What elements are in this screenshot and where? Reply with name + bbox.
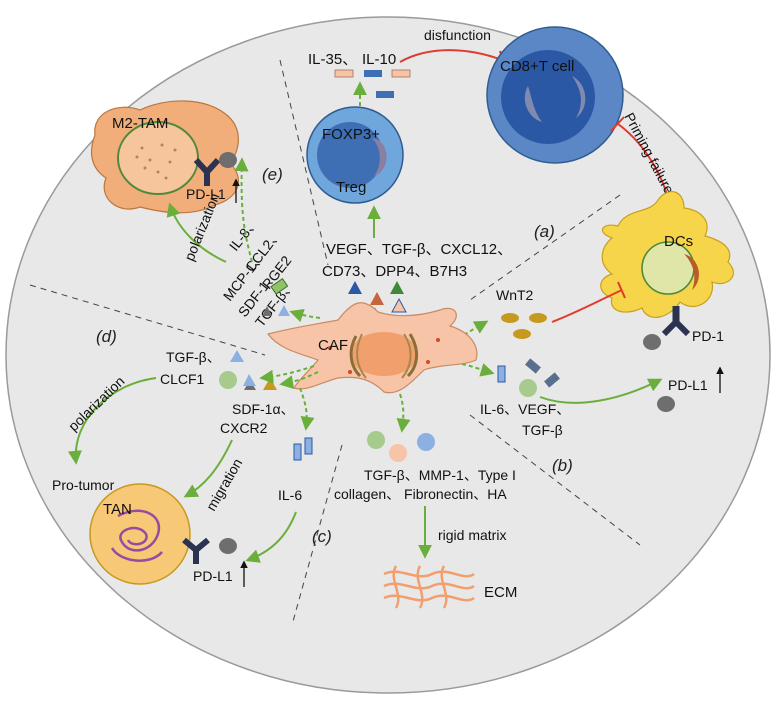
caf-to-il6-arrow [299,387,315,431]
triangle-gold-c [263,378,277,390]
section-d-label: (d) [96,327,117,346]
section-dividers [29,59,641,626]
d-green-circle [219,371,237,389]
polarization-d-arrow [67,377,157,465]
dysfunction-label: disfunction [424,27,491,43]
pd1-label: PD-1 [692,328,724,344]
tan-cell [89,483,191,585]
il35-label: IL-35、 [308,51,357,68]
caf-to-tam-arrow [234,157,253,263]
il6-bar-1 [293,443,302,461]
b-slate-marker-2 [544,372,560,388]
treg-foxp3-label: FOXP3+ [322,126,380,143]
ecm-blue-circle [417,433,435,451]
dendritic-cell [600,191,734,318]
b-bar-marker [497,365,506,383]
triangle-orange-a [370,292,384,305]
ecm-factors-line2: collagen、 Fibronectin、HA [334,486,507,502]
triangle-blue-d1 [230,350,244,362]
treg-cell [306,106,404,204]
factors-c-line2: CXCR2 [220,420,268,436]
dc-pd1-receptor [643,306,691,412]
triangle-peach-a [391,297,407,313]
ecm-peach-circle [389,444,407,462]
tan-pd-l1-label: PD-L1 [193,568,233,584]
triangle-grey-e [262,306,272,316]
tam-pd-l1-receptor [193,152,237,186]
b-to-dc-arrow [539,378,663,404]
b-green-circle [519,379,537,397]
caf-label: CAF [318,337,348,354]
factors-a-line2: CD73、DPP4、B7H3 [322,263,467,280]
tan-pd-l1-receptor [182,537,237,564]
caf-to-c-arrow [279,371,319,390]
section-a-label: (a) [534,222,555,241]
factors-b-line1: IL-6、VEGF、 [480,401,570,417]
section-e-label: (e) [262,165,283,184]
factors-d-line2: CLCF1 [160,371,205,387]
ecm-factors-line1: TGF-β、MMP-1、Type I [364,467,516,483]
caf-to-d-arrow [259,365,315,384]
section-b-label: (b) [552,456,573,475]
factors-b-line2: TGF-β [522,422,563,438]
factors-d-line1: TGF-β、 [166,349,221,365]
triangle-blue-e [278,305,290,316]
wnt2-inhibition [551,289,623,323]
pro-tumor-label: Pro-tumor [52,477,115,493]
ecm-label: ECM [484,584,517,601]
migration-arrow [183,439,233,498]
ecm-fibers [383,565,475,609]
section-c-label: (c) [312,527,332,546]
m2-tam-cell [90,100,239,214]
caf-to-b-arrow [461,363,495,377]
triangle-green-a [390,281,404,294]
il6-c-label: IL-6 [278,487,302,503]
tam-pd-l1-label: PD-L1 [186,186,226,202]
tan-label: TAN [103,501,132,518]
il6-to-tan-arrow [245,511,297,563]
caf-cell [266,302,478,394]
il6-bar-2 [304,437,313,455]
factors-a-line1: VEGF、TGF-β、CXCL12、 [326,241,512,258]
caf-to-ecm-arrow [396,393,411,433]
pge2-marker [270,278,289,295]
cd8-label: CD8+T cell [500,58,574,75]
ecm-green-circle [367,431,385,449]
rigid-matrix-label: rigid matrix [438,527,506,543]
wnt2-label: WnT2 [496,287,534,303]
triangle-blue-d2 [243,374,256,386]
dc-pdl1-label: PD-L1 [668,377,708,393]
dcs-label: DCs [664,233,693,250]
factors-c-line1: SDF-1α、 [232,401,295,417]
caf-to-e-arrow [289,308,321,323]
wnt2-inhibition-bar [617,281,626,299]
priming-failure-bar [610,116,625,132]
il10-label: IL-10 [362,51,396,68]
m2-tam-label: M2-TAM [112,115,168,132]
triangle-darkblue-a [348,281,362,294]
treg-secretion-bars [334,69,411,98]
dysfunction-inhibition [399,49,503,63]
cd8-t-cell [486,26,624,164]
b-slate-marker-1 [525,358,541,374]
polarization-e-arrow [166,202,227,263]
treg-label: Treg [336,179,366,196]
wnt2-molecules [501,313,547,339]
